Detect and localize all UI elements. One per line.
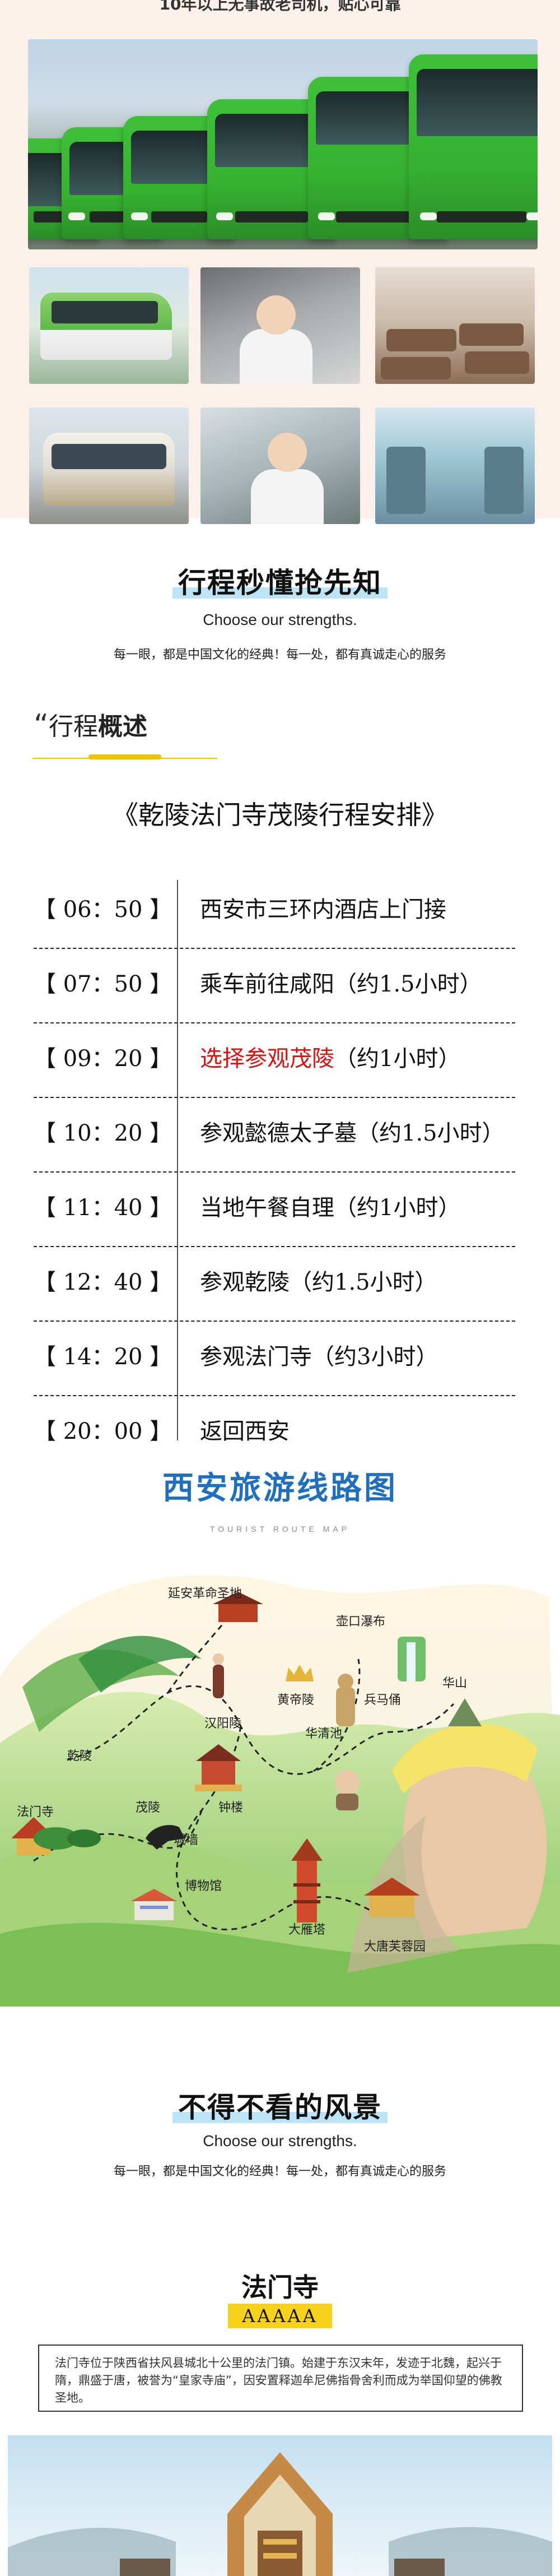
- green-bus-photo: [29, 267, 189, 384]
- map-label: 茂陵: [136, 1801, 160, 1815]
- overview-label: “行程概述: [34, 708, 147, 742]
- route-map: 延安革命圣地 壶口瀑布 黄帝陵 兵马俑 华山 汉阳陵 华清池 乾陵 法门寺 茂陵…: [0, 1547, 560, 2007]
- bus-aisle-photo: [375, 407, 535, 524]
- famen-temple-photo: [8, 2435, 552, 2576]
- schedule-desc: 西安市三环内酒店上门接: [200, 897, 446, 923]
- horse-icon: [146, 1825, 185, 1850]
- schedule-highlight: 选择参观茂陵: [200, 1046, 334, 1072]
- section1-title: 行程秒懂抢先知: [178, 567, 382, 599]
- schedule-row: 【 06：50 】 西安市三环内酒店上门接: [34, 874, 549, 949]
- top-band: 10年以上无事故老司机，贴心可靠: [0, 0, 560, 524]
- figure-icon: [335, 1770, 360, 1810]
- famen-name: 法门寺: [241, 2272, 319, 2302]
- section1-title-wrap: 行程秒懂抢先知: [0, 560, 560, 601]
- schedule-time: 【 09：20 】: [34, 1046, 172, 1072]
- schedule-desc: 参观法门寺（约3小时）: [200, 1344, 438, 1370]
- driver-photo: [200, 267, 360, 384]
- section1-subtitle-cn: 每一眼，都是中国文化的经典！每一处，都有真诚走心的服务: [113, 648, 446, 662]
- schedule-time: 【 11：40 】: [34, 1195, 172, 1221]
- schedule-time: 【 14：20 】: [34, 1344, 172, 1370]
- schedule-desc: 选择参观茂陵（约1小时）: [200, 1040, 553, 1073]
- driver-photo-2: [200, 407, 360, 524]
- mountain-icon: [448, 1698, 482, 1726]
- map-label: 大唐芙蓉园: [364, 1940, 426, 1954]
- map-label: 兵马俑: [364, 1693, 401, 1707]
- palace-icon: [364, 1878, 420, 1917]
- section2-subtitle-cn: 每一眼，都是中国文化的经典！每一处，都有真诚走心的服务: [113, 2165, 446, 2179]
- map-subtitle: TOURIST ROUTE MAP: [209, 1525, 351, 1533]
- schedule-time: 【 12：40 】: [34, 1270, 172, 1295]
- map-label: 乾陵: [67, 1749, 92, 1763]
- schedule: 【 06：50 】 西安市三环内酒店上门接【 07：50 】 乘车前往咸阳（约1.5…: [34, 874, 549, 1471]
- bus-fleet-photo: [28, 39, 538, 249]
- map-label: 壶口瀑布: [336, 1615, 385, 1629]
- schedule-row: 【 20：00 】 返回西安: [34, 1396, 549, 1471]
- warrior-icon: [336, 1674, 355, 1726]
- top-tagline: 10年以上无事故老司机，贴心可靠: [159, 0, 401, 13]
- map-label: 钟楼: [218, 1801, 243, 1815]
- van-photo: [29, 407, 189, 524]
- route-title: 《乾陵法门寺茂陵行程安排》: [113, 800, 447, 830]
- schedule-separator: [34, 1321, 515, 1322]
- museum-icon: [131, 1889, 177, 1920]
- schedule-time: 【 20：00 】: [34, 1419, 172, 1444]
- map-title: 西安旅游线路图: [162, 1470, 398, 1507]
- map-label: 华山: [442, 1676, 467, 1690]
- schedule-time: 【 06：50 】: [34, 897, 172, 923]
- schedule-separator: [34, 1171, 515, 1173]
- schedule-separator: [34, 1022, 515, 1023]
- schedule-desc: 参观懿德太子墓（约1.5小时）: [200, 1120, 505, 1146]
- schedule-desc-text: （约1小时）: [334, 1046, 461, 1072]
- map-label: 延安革命圣地: [168, 1587, 242, 1601]
- map-label: 汉阳陵: [204, 1717, 241, 1731]
- schedule-desc: 参观乾陵（约1.5小时）: [200, 1270, 437, 1295]
- schedule-divider: [177, 880, 178, 1440]
- schedule-separator: [34, 1246, 515, 1247]
- section1-subtitle-en: Choose our strengths.: [203, 611, 357, 628]
- map-label: 城墙: [174, 1833, 198, 1847]
- map-label: 黄帝陵: [277, 1693, 314, 1707]
- schedule-row: 【 12：40 】 参观乾陵（约1.5小时）: [34, 1247, 549, 1322]
- schedule-time: 【 07：50 】: [34, 971, 172, 997]
- section2-subtitle-en: Choose our strengths.: [203, 2132, 357, 2149]
- map-label: 博物馆: [185, 1879, 222, 1893]
- schedule-desc: 返回西安: [200, 1419, 290, 1444]
- schedule-time: 【 10：20 】: [34, 1120, 172, 1146]
- crown-icon: [286, 1665, 314, 1681]
- schedule-desc: 乘车前往咸阳（约1.5小时）: [200, 971, 482, 997]
- bush-icon: [34, 1827, 101, 1850]
- schedule-separator: [34, 948, 515, 949]
- famen-description: 法门寺位于陕西省扶风县城北十公里的法门镇。始建于东汉末年，发迹于北魏，起兴于隋，…: [38, 2345, 523, 2412]
- section2-title: 不得不看的风景: [178, 2091, 382, 2124]
- overview-underline-accent: [88, 754, 161, 759]
- schedule-row: 【 10：20 】 参观懿德太子墓（约1.5小时）: [34, 1098, 549, 1173]
- schedule-row: 【 11：40 】 当地午餐自理（约1小时）: [34, 1173, 549, 1247]
- waterfall-icon: [398, 1637, 426, 1681]
- map-label: 华清池: [305, 1727, 342, 1741]
- schedule-row: 【 14：20 】 参观法门寺（约3小时）: [34, 1322, 549, 1396]
- rating-badge: AAAAA: [228, 2304, 332, 2328]
- schedule-separator: [34, 1395, 515, 1396]
- gate-icon: [213, 1592, 263, 1622]
- section2-title-wrap: 不得不看的风景: [0, 2085, 560, 2125]
- bell-tower-icon: [195, 1744, 242, 1791]
- schedule-desc: 当地午餐自理（约1小时）: [200, 1195, 461, 1221]
- bus-interior-photo: [375, 267, 535, 384]
- map-label: 大雁塔: [288, 1923, 325, 1937]
- pagoda-icon: [291, 1838, 323, 1922]
- statue-icon: [213, 1653, 224, 1698]
- schedule-separator: [34, 1097, 515, 1098]
- schedule-row: 【 07：50 】 乘车前往咸阳（约1.5小时）: [34, 949, 549, 1023]
- schedule-row: 【 09：20 】 选择参观茂陵（约1小时）: [34, 1023, 549, 1098]
- map-label: 法门寺: [17, 1805, 54, 1819]
